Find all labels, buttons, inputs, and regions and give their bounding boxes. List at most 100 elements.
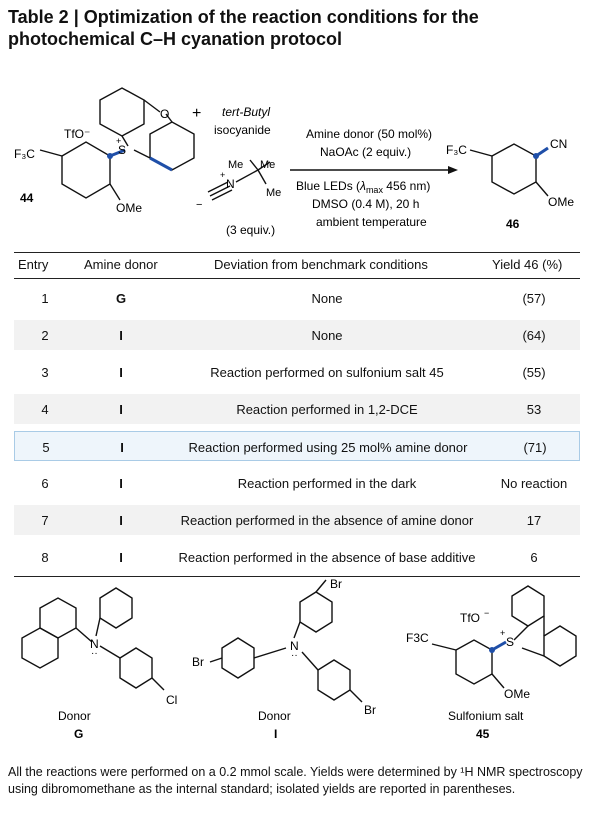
deviation-cell: Reaction performed in the dark (237, 476, 417, 491)
table-row: 6 I Reaction performed in the dark No re… (14, 468, 580, 498)
plus-sign: + (192, 105, 201, 122)
deviation-cell: Reaction performed in 1,2-DCE (236, 402, 418, 417)
entry-cell: 3 (41, 365, 49, 380)
donor-g-code: G (74, 727, 83, 741)
table-row: 3 I Reaction performed on sulfonium salt… (14, 357, 580, 387)
donor-i-br-bottom: Br (364, 703, 376, 717)
yield-cell: (55) (522, 365, 546, 380)
donor-i-code: I (274, 727, 277, 741)
yield-cell: (57) (522, 291, 546, 306)
yield-cell: 17 (526, 513, 542, 528)
donor-i-name: Donor (258, 709, 291, 723)
yield-cell: (71) (523, 440, 547, 455)
deviation-cell: Reaction performed using 25 mol% amine d… (188, 440, 468, 455)
reactant-aryl-ring (61, 141, 111, 199)
sulfur-label: S (118, 143, 126, 157)
salt-code: 45 (476, 727, 490, 741)
svg-text:F₃C: F₃C (446, 143, 467, 157)
isocyanide-name-2: isocyanide (214, 123, 271, 137)
yield-cell: 53 (526, 402, 542, 417)
donor-structures: N ·· Cl Donor G N ·· Br Br Br Donor I S … (21, 578, 577, 741)
svg-text:Me: Me (228, 159, 243, 171)
svg-text:N: N (226, 177, 235, 191)
condition-line-4: DMSO (0.4 M), 20 h (312, 197, 419, 211)
table-row: 2 I None (64) (14, 320, 580, 350)
entry-cell: 2 (41, 328, 49, 343)
table-row-highlighted: 5 I Reaction performed using 25 mol% ami… (14, 431, 580, 461)
deviation-cell: None (311, 291, 343, 306)
entry-cell: 7 (41, 513, 49, 528)
reactant-number: 44 (20, 191, 34, 205)
table-bottom-rule (14, 576, 580, 577)
donor-cell: I (119, 328, 123, 343)
table-header: Entry Amine donor Deviation from benchma… (14, 254, 580, 276)
table-row: 1 G None (57) (14, 283, 580, 313)
footnote: All the reactions were performed on a 0.… (8, 765, 583, 796)
donor-cell: I (119, 476, 123, 491)
donor-cell: I (119, 513, 123, 528)
donor-g-structure (21, 587, 165, 691)
donor-cell: I (120, 440, 124, 455)
phenoxathiin-ring-left (99, 87, 145, 137)
donor-g-cl: Cl (166, 693, 177, 707)
table-row: 8 I Reaction performed in the absence of… (14, 542, 580, 572)
product-number: 46 (506, 217, 520, 231)
entry-cell: 8 (41, 550, 49, 565)
donor-cell: G (115, 291, 127, 306)
header-yield: Yield 46 (%) (492, 257, 563, 272)
table-header-rule (14, 278, 580, 279)
entry-cell: 5 (42, 440, 50, 455)
svg-text:+: + (220, 170, 225, 180)
salt-name: Sulfonium salt (448, 709, 524, 723)
svg-text:−: − (196, 199, 202, 211)
ome-label: OMe (116, 201, 142, 215)
salt-45-structure (431, 585, 577, 689)
yield-cell: (64) (522, 328, 546, 343)
svg-text:−: − (484, 608, 489, 618)
entry-cell: 4 (41, 402, 49, 417)
donor-i-br-left: Br (192, 655, 204, 669)
header-amine-donor: Amine donor (84, 257, 158, 272)
svg-text:Me: Me (260, 159, 275, 171)
deviation-cell: Reaction performed in the absence of bas… (178, 550, 476, 565)
svg-text:OMe: OMe (548, 195, 574, 209)
deviation-cell: Reaction performed on sulfonium salt 45 (210, 365, 444, 380)
reaction-scheme: TfO⁻ S + O F₃C OMe 44 + tert-Butyl isocy… (14, 87, 574, 237)
cn-label: CN (550, 137, 567, 151)
svg-text:N: N (90, 637, 99, 651)
svg-text:+: + (500, 628, 505, 638)
donor-i-structure (209, 579, 363, 703)
table-row: 7 I Reaction performed in the absence of… (14, 505, 580, 535)
table-top-rule (14, 252, 580, 253)
deviation-cell: None (311, 328, 343, 343)
donor-cell: I (119, 365, 123, 380)
table-title: Table 2 | Optimization of the reaction c… (8, 7, 479, 49)
isocyanide-equiv: (3 equiv.) (226, 223, 275, 237)
product-aryl-ring (491, 143, 537, 195)
svg-text:+: + (116, 136, 121, 146)
oxygen-label: O (160, 107, 169, 121)
condition-line-3: Blue LEDs (λmax 456 nm) (296, 179, 430, 195)
donor-cell: I (119, 402, 123, 417)
table-row: 4 I Reaction performed in 1,2-DCE 53 (14, 394, 580, 424)
svg-text:S: S (506, 635, 514, 649)
condition-line-5: ambient temperature (316, 215, 427, 229)
yield-cell: No reaction (500, 476, 568, 491)
header-entry: Entry (18, 257, 49, 272)
condition-line-2: NaOAc (2 equiv.) (320, 145, 411, 159)
donor-cell: I (119, 550, 123, 565)
salt-cf3: F3C (406, 631, 429, 645)
svg-text:Me: Me (266, 187, 281, 199)
donor-i-br-top: Br (330, 578, 342, 591)
entry-cell: 1 (41, 291, 49, 306)
cf3-label: F₃C (14, 147, 35, 161)
donor-g-name: Donor (58, 709, 91, 723)
svg-text:··: ·· (91, 648, 98, 659)
svg-text:N: N (290, 639, 299, 653)
condition-line-1: Amine donor (50 mol%) (306, 127, 432, 141)
header-deviation: Deviation from benchmark conditions (214, 257, 428, 272)
isocyanide-name-1: tert-Butyl (222, 105, 270, 119)
salt-ome: OMe (504, 687, 530, 701)
counterion-label: TfO⁻ (64, 127, 90, 141)
deviation-cell: Reaction performed in the absence of ami… (180, 513, 474, 528)
